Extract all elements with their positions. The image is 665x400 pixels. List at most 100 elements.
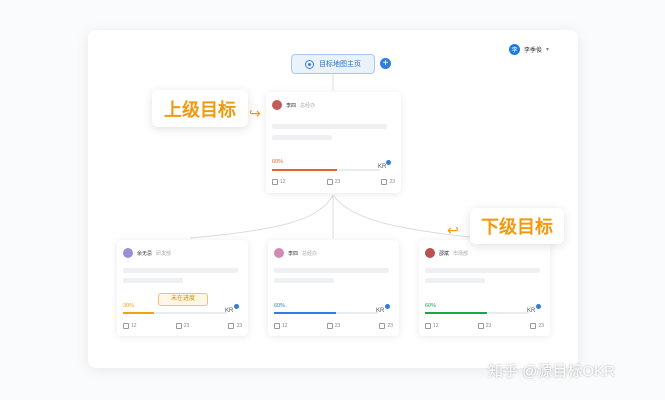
comment-count: 23 xyxy=(334,179,341,185)
child-goal-label: 下级目标 xyxy=(470,208,564,244)
avatar xyxy=(123,248,133,258)
comment-action[interactable]: 23 xyxy=(326,179,341,185)
chevron-down-icon: ▾ xyxy=(546,47,550,53)
thumbs-up-icon xyxy=(123,323,129,329)
card-header: 余无忌 研发部 xyxy=(123,248,171,258)
edit-count: 23 xyxy=(387,323,393,329)
kr-badge xyxy=(385,304,390,309)
comment-action[interactable]: 23 xyxy=(326,323,341,329)
department: 总经办 xyxy=(300,102,316,109)
department: 市场部 xyxy=(453,250,469,257)
owner-name: 李四 xyxy=(286,102,297,109)
parent-goal-label: 上级目标 xyxy=(152,90,248,127)
comment-count: 23 xyxy=(183,323,190,329)
progress-fill xyxy=(425,312,488,314)
placeholder-line xyxy=(274,268,389,273)
like-count: 12 xyxy=(280,179,286,185)
comment-count: 23 xyxy=(334,323,341,329)
status-tooltip: 未在进度 xyxy=(158,293,208,306)
comment-icon xyxy=(477,323,484,329)
kr-label[interactable]: KR xyxy=(527,308,536,314)
department: 研发部 xyxy=(156,250,172,257)
comment-icon xyxy=(175,323,182,329)
progress-fill xyxy=(272,169,337,171)
add-goal-button[interactable]: + xyxy=(380,58,391,69)
edit-action[interactable]: 23 xyxy=(228,323,242,329)
comment-icon xyxy=(326,179,333,185)
like-count: 12 xyxy=(433,323,439,329)
progress-text: 60% xyxy=(425,303,437,309)
progress-fill xyxy=(274,312,337,314)
thumbs-up-icon xyxy=(425,323,431,329)
edit-count: 23 xyxy=(538,323,544,329)
child-goal-card[interactable]: 李四 总经办 60% KR 12 23 23 xyxy=(268,240,399,336)
progress-fill xyxy=(123,312,155,314)
progress-bar xyxy=(425,312,529,314)
owner-name: 邵斌 xyxy=(439,250,450,257)
thumbs-up-icon xyxy=(274,323,280,329)
edit-action[interactable]: 23 xyxy=(530,323,544,329)
document-icon xyxy=(228,323,235,329)
progress-bar xyxy=(274,312,378,314)
user-menu[interactable]: 李 李季俊 ▾ xyxy=(509,44,549,55)
like-count: 12 xyxy=(282,323,288,329)
like-action[interactable]: 12 xyxy=(274,323,288,329)
edit-count: 23 xyxy=(389,179,395,185)
edit-icon xyxy=(379,323,386,329)
card-footer: 12 23 23 xyxy=(425,323,544,329)
kr-label[interactable]: KR xyxy=(376,308,385,314)
like-action[interactable]: 12 xyxy=(123,323,137,329)
kr-label[interactable]: KR xyxy=(225,308,234,314)
placeholder-line xyxy=(425,278,485,283)
placeholder-line xyxy=(123,268,238,273)
edit-count: 23 xyxy=(236,323,242,329)
progress-bar xyxy=(272,169,380,171)
child-goal-card[interactable]: 余无忌 研发部 30% KR 12 23 23 xyxy=(117,240,248,336)
kr-badge xyxy=(386,160,391,165)
kr-badge xyxy=(234,304,239,309)
arrow-left-icon: ↩ xyxy=(447,222,459,238)
edit-action[interactable]: 23 xyxy=(379,323,393,329)
parent-goal-card[interactable]: 李四 总经办 60% KR 12 23 23 xyxy=(266,92,401,193)
kr-label[interactable]: KR xyxy=(378,164,387,170)
owner-name: 余无忌 xyxy=(137,250,153,257)
card-header: 邵斌 市场部 xyxy=(425,248,468,258)
progress-bar xyxy=(123,312,227,314)
placeholder-line xyxy=(425,268,540,273)
progress-text: 30% xyxy=(123,303,135,309)
arrow-right-icon: ↪ xyxy=(249,105,261,121)
like-action[interactable]: 12 xyxy=(272,179,286,185)
watermark: 知乎 @源目标OKR xyxy=(488,363,615,380)
child-goal-label-text: 下级目标 xyxy=(481,217,553,237)
goal-map-home-button[interactable]: 目标地图主页 xyxy=(291,54,375,74)
comment-action[interactable]: 23 xyxy=(175,323,190,329)
avatar xyxy=(425,248,435,258)
card-footer: 12 23 23 xyxy=(274,323,393,329)
comment-count: 23 xyxy=(485,323,492,329)
placeholder-line xyxy=(123,278,183,283)
placeholder-line xyxy=(272,124,387,129)
card-footer: 12 23 23 xyxy=(272,179,395,185)
progress-text: 60% xyxy=(274,303,286,309)
comment-action[interactable]: 23 xyxy=(477,323,492,329)
home-button-label: 目标地图主页 xyxy=(319,61,361,68)
placeholder-line xyxy=(274,278,334,283)
card-header: 李四 总经办 xyxy=(272,100,315,110)
comment-icon xyxy=(326,323,333,329)
document-icon xyxy=(530,323,537,329)
like-count: 12 xyxy=(131,323,137,329)
card-footer: 12 23 23 xyxy=(123,323,242,329)
thumbs-up-icon xyxy=(272,179,278,185)
child-goal-card[interactable]: 邵斌 市场部 60% KR 12 23 23 xyxy=(419,240,550,336)
user-name: 李季俊 xyxy=(524,48,543,54)
avatar xyxy=(272,100,282,110)
progress-text: 60% xyxy=(272,159,284,165)
owner-name: 李四 xyxy=(288,250,299,257)
edit-action[interactable]: 23 xyxy=(381,179,395,185)
edit-icon xyxy=(381,179,388,185)
target-icon xyxy=(305,59,314,69)
department: 总经办 xyxy=(302,250,318,257)
parent-goal-label-text: 上级目标 xyxy=(164,99,236,120)
like-action[interactable]: 12 xyxy=(425,323,439,329)
